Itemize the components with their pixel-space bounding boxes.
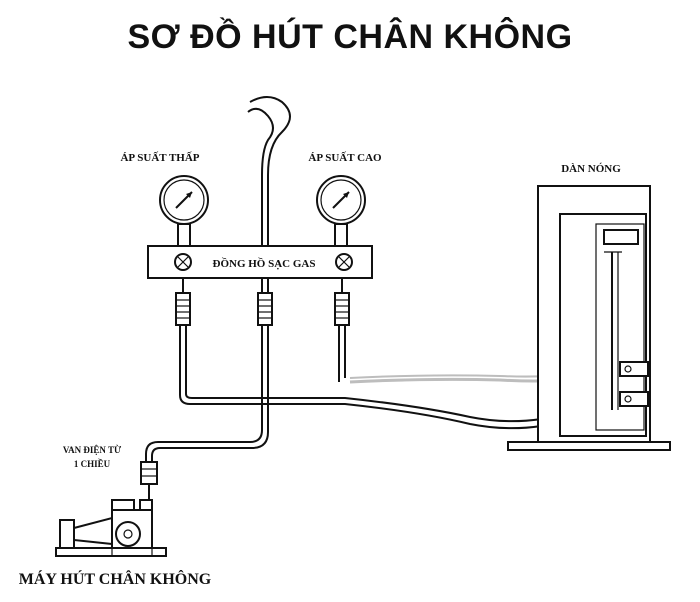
center-hose-top [247,107,274,300]
manifold-bar [147,245,373,279]
center-hose-top-outer [249,96,291,300]
high-pressure-label: ÁP SUẤT CAO [308,151,382,164]
center-hose-to-pump [145,325,263,470]
vacuum-pump [55,499,167,557]
solenoid-valve-label-2: 1 CHIỀU [74,459,111,469]
manifold-label: ĐỒNG HỒ SẠC GAS [213,257,316,270]
vacuum-pump-label: MÁY HÚT CHÂN KHÔNG [19,569,212,588]
low-pressure-label: ÁP SUẤT THẤP [120,151,199,164]
diagram-title: SƠ ĐỒ HÚT CHÂN KHÔNG [127,17,572,56]
high-pressure-gauge [316,175,366,225]
solenoid-valve [140,461,158,500]
outdoor-unit [507,185,671,451]
hose-connector-high [334,278,350,326]
low-gauge-stem [177,223,191,247]
high-gauge-stem [334,223,348,247]
center-hose-to-pump-inner [151,325,269,470]
outdoor-unit-label: DÀN NÓNG [561,163,621,175]
low-pressure-gauge [159,175,209,225]
hose-connector-low [175,278,191,326]
solenoid-valve-label-1: VAN ĐIỆN TỪ [63,445,122,455]
hose-connector-center [257,292,273,326]
